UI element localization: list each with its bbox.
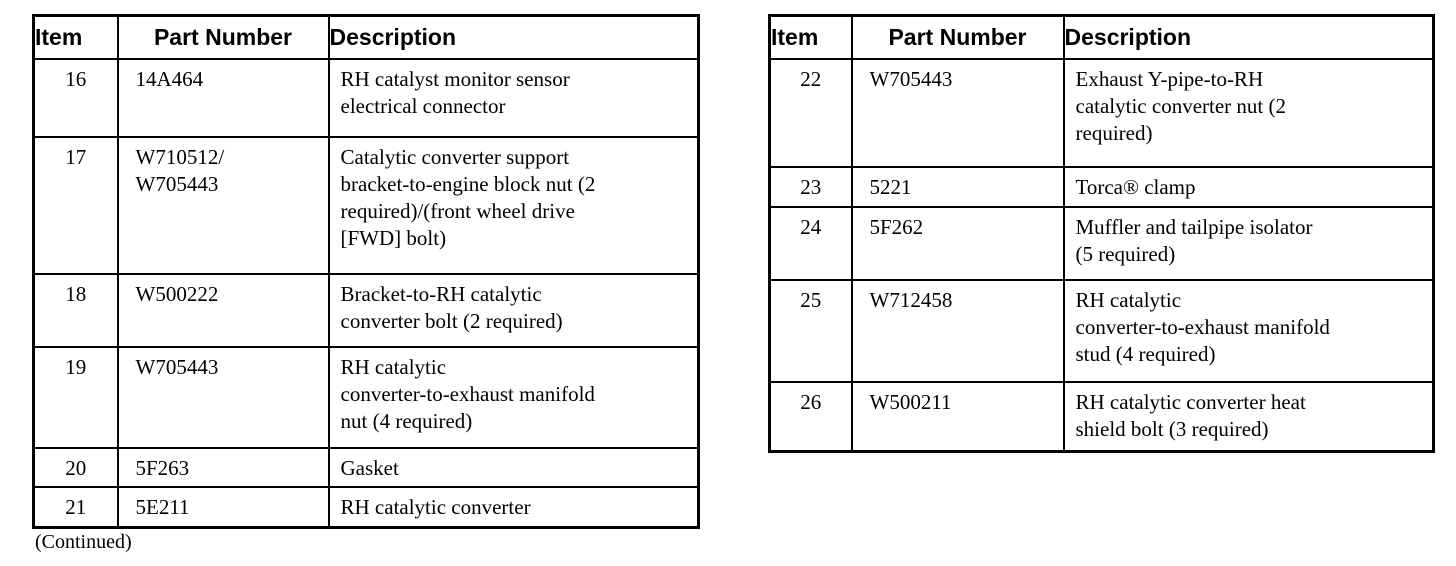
part-number-cell: 5221 (850, 165, 1065, 208)
item-cell: 25 (768, 278, 853, 383)
item-cell: 26 (768, 380, 853, 453)
item-cell: 20 (32, 446, 119, 488)
description-cell: Bracket-to-RH catalytic converter bolt (… (327, 272, 700, 348)
table-row: 26 W500211 RH catalytic converter heat s… (768, 380, 1435, 453)
description-cell: Catalytic converter support bracket-to-e… (327, 135, 700, 275)
column-header-description: Description (1062, 14, 1435, 60)
table-row: 25 W712458 RH catalytic converter-to-exh… (768, 278, 1435, 383)
description-cell: RH catalytic converter (327, 485, 700, 529)
part-number-cell: 5F262 (850, 205, 1065, 281)
table-row: 20 5F263 Gasket (32, 446, 700, 488)
table-row: 19 W705443 RH catalytic converter-to-exh… (32, 345, 700, 449)
description-cell: RH catalyst monitor sensor electrical co… (327, 57, 700, 138)
column-header-item: Item (32, 14, 119, 60)
part-number-cell: W500211 (850, 380, 1065, 453)
item-cell: 17 (32, 135, 119, 275)
table-row: 18 W500222 Bracket-to-RH catalytic conve… (32, 272, 700, 348)
part-number-cell: W710512/ W705443 (116, 135, 330, 275)
item-cell: 24 (768, 205, 853, 281)
parts-table-left: Item Part Number Description 16 14A464 R… (32, 14, 700, 529)
item-cell: 23 (768, 165, 853, 208)
item-cell: 16 (32, 57, 119, 138)
part-number-cell: 5E211 (116, 485, 330, 529)
part-number-cell: W500222 (116, 272, 330, 348)
item-cell: 22 (768, 57, 853, 168)
item-cell: 19 (32, 345, 119, 449)
table-row: 21 5E211 RH catalytic converter (32, 485, 700, 529)
item-cell: 18 (32, 272, 119, 348)
part-number-cell: 5F263 (116, 446, 330, 488)
item-cell: 21 (32, 485, 119, 529)
description-cell: Exhaust Y-pipe-to-RH catalytic converter… (1062, 57, 1435, 168)
table-row: 17 W710512/ W705443 Catalytic converter … (32, 135, 700, 275)
parts-table-right: Item Part Number Description 22 W705443 … (768, 14, 1435, 453)
table-row: 24 5F262 Muffler and tailpipe isolator (… (768, 205, 1435, 281)
description-cell: Gasket (327, 446, 700, 488)
part-number-cell: 14A464 (116, 57, 330, 138)
part-number-cell: W705443 (850, 57, 1065, 168)
description-cell: Torca® clamp (1062, 165, 1435, 208)
table-row: 16 14A464 RH catalyst monitor sensor ele… (32, 57, 700, 138)
header-row: Item Part Number Description (32, 14, 700, 60)
column-header-description: Description (327, 14, 700, 60)
column-header-part-number: Part Number (850, 14, 1065, 60)
part-number-cell: W705443 (116, 345, 330, 449)
continued-note: (Continued) (35, 531, 132, 553)
header-row: Item Part Number Description (768, 14, 1435, 60)
column-header-item: Item (768, 14, 853, 60)
description-cell: RH catalytic converter-to-exhaust manifo… (1062, 278, 1435, 383)
table-row: 23 5221 Torca® clamp (768, 165, 1435, 208)
part-number-cell: W712458 (850, 278, 1065, 383)
description-cell: RH catalytic converter-to-exhaust manifo… (327, 345, 700, 449)
column-header-part-number: Part Number (116, 14, 330, 60)
description-cell: RH catalytic converter heat shield bolt … (1062, 380, 1435, 453)
table-row: 22 W705443 Exhaust Y-pipe-to-RH catalyti… (768, 57, 1435, 168)
description-cell: Muffler and tailpipe isolator (5 require… (1062, 205, 1435, 281)
